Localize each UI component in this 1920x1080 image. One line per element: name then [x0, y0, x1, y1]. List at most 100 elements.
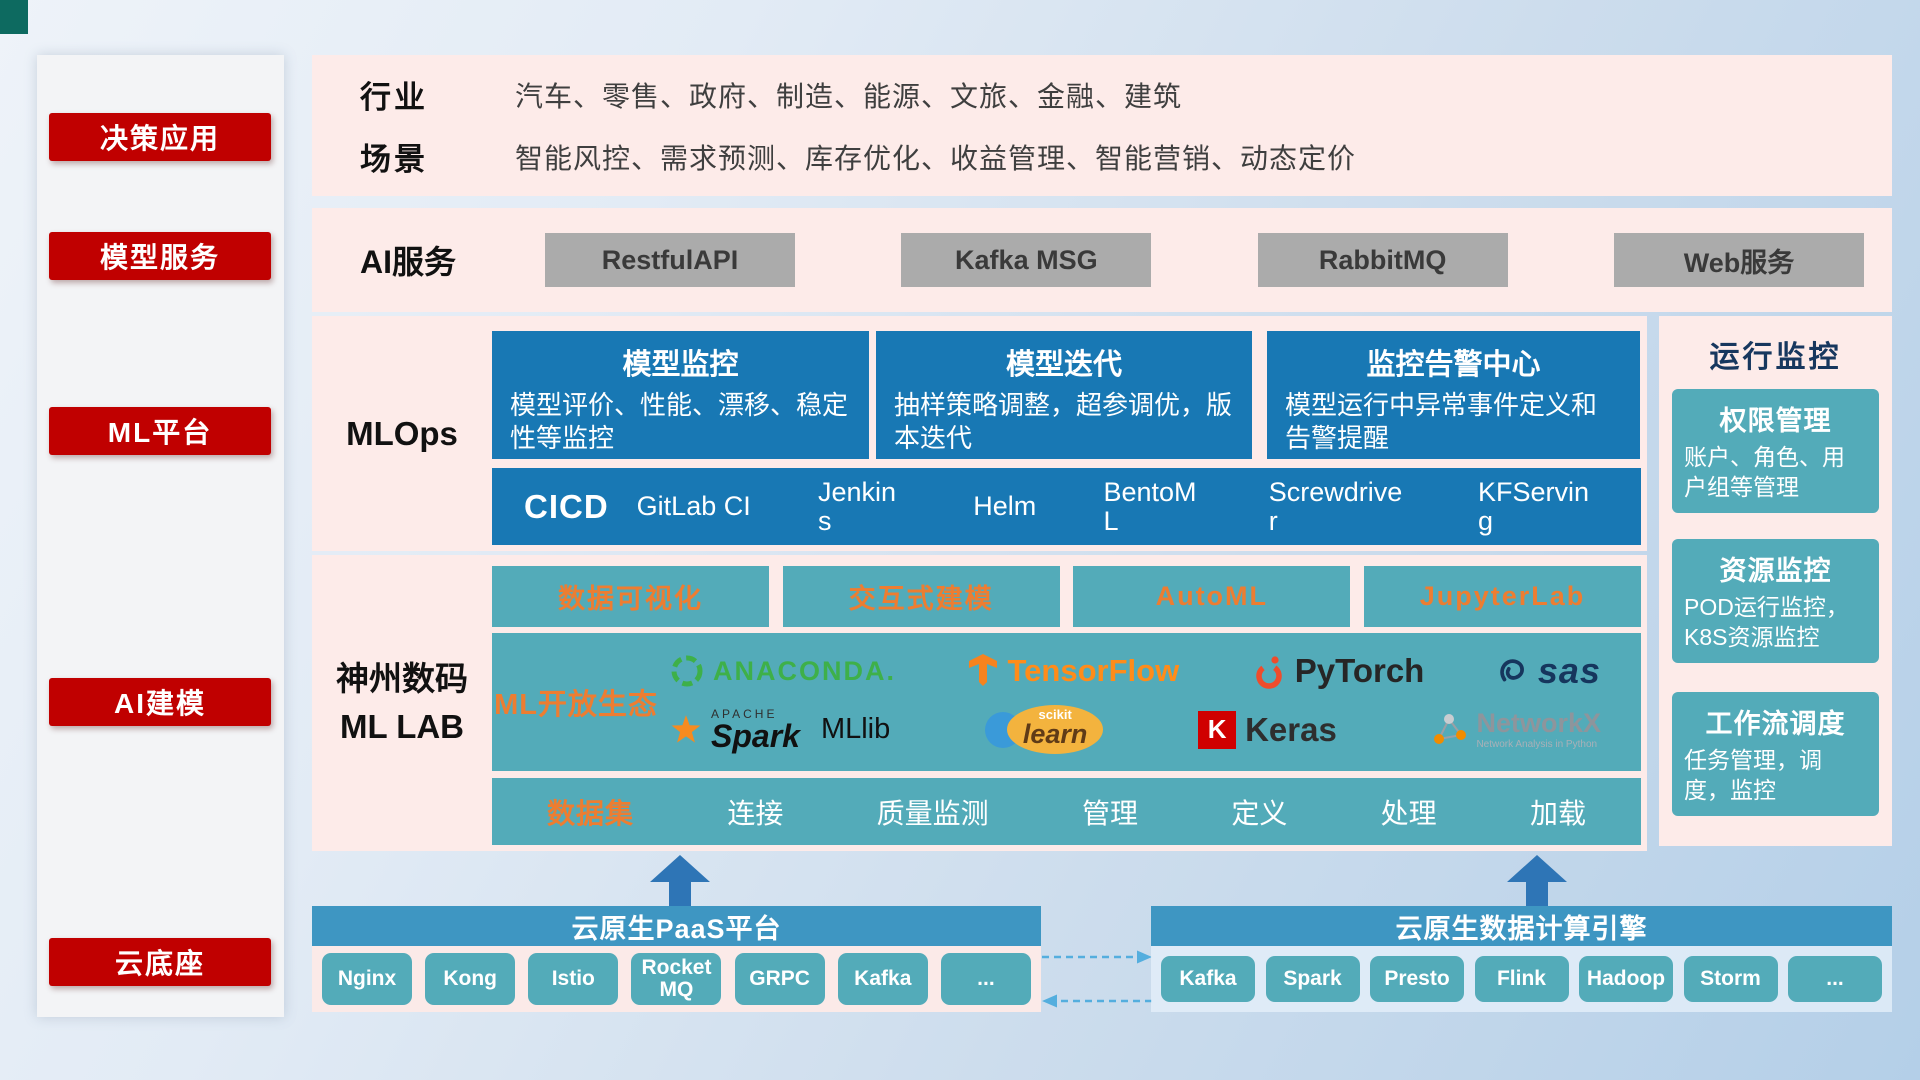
model-iteration-title: 模型迭代: [1005, 349, 1122, 381]
tensorflow-logo: TensorFlow: [968, 653, 1180, 689]
paas-title-bar: 云原生PaaS平台: [312, 906, 1041, 946]
sas-text: sas: [1537, 650, 1601, 691]
runtime-monitoring-title: 运行监控: [1709, 341, 1842, 374]
scenario-value: 智能风控、需求预测、库存优化、收益管理、智能营销、动态定价: [515, 142, 1357, 174]
corner-accent: [0, 0, 28, 34]
resource-monitoring-card: 资源监控 POD运行监控，K8S资源监控: [1672, 539, 1879, 663]
mllib-text: MLlib: [820, 713, 891, 745]
ai-service-buttons: RestfulAPI Kafka MSG RabbitMQ Web服务: [545, 233, 1864, 287]
engine-chip-hadoop[interactable]: Hadoop: [1579, 956, 1673, 1002]
restfulapi-button[interactable]: RestfulAPI: [545, 233, 795, 287]
paas-chip-grpc[interactable]: GRPC: [734, 953, 825, 1005]
model-monitoring-card: 模型监控 模型评价、性能、漂移、稳定性等监控: [492, 331, 869, 459]
engine-chip-spark[interactable]: Spark: [1265, 956, 1360, 1002]
rabbitmq-button[interactable]: RabbitMQ: [1257, 233, 1508, 287]
engine-items-strip: Kafka Spark Presto Flink Hadoop Storm ..…: [1151, 946, 1892, 1012]
model-monitoring-desc: 模型评价、性能、漂移、稳定性等监控: [510, 390, 849, 453]
model-iteration-desc: 抽样策略调整，超参调优，版本迭代: [894, 390, 1233, 453]
paas-chip-istio[interactable]: Istio: [528, 953, 619, 1005]
engine-chip-more[interactable]: ...: [1788, 956, 1882, 1002]
engine-chip-presto[interactable]: Presto: [1370, 956, 1464, 1002]
automl-button[interactable]: AutoML: [1073, 566, 1351, 627]
sas-icon: [1500, 659, 1524, 682]
workflow-scheduling-card: 工作流调度 任务管理，调度，监控: [1672, 692, 1879, 816]
sidebar-item-ai-modeling[interactable]: AI建模: [49, 678, 271, 726]
runtime-monitoring-panel: 运行监控 权限管理 账户、角色、用户组等管理 资源监控 POD运行监控，K8S资…: [1659, 316, 1892, 846]
spark-mllib-logo: APACHE Spark MLlib: [670, 708, 890, 752]
web-service-button[interactable]: Web服务: [1613, 233, 1864, 287]
paas-chip-kong[interactable]: Kong: [425, 953, 516, 1005]
cicd-item-jenkins: Jenkins: [817, 477, 897, 536]
industry-panel: 行业 汽车、零售、政府、制造、能源、文旅、金融、建筑 场景 智能风控、需求预测、…: [312, 55, 1892, 196]
industry-row: 行业 汽车、零售、政府、制造、能源、文旅、金融、建筑: [360, 72, 1892, 117]
anaconda-text: ANACONDA.: [713, 655, 896, 686]
sidebar-item-ml-platform[interactable]: ML平台: [49, 407, 271, 455]
engine-chip-storm[interactable]: Storm: [1683, 956, 1778, 1002]
dataflow-dashed-arrows: [1042, 950, 1152, 1008]
paas-chip-nginx[interactable]: Nginx: [322, 953, 412, 1005]
scikit-text: scikit: [1038, 707, 1072, 722]
workflow-scheduling-title: 工作流调度: [1705, 709, 1846, 739]
mllab-panel: 神州数码 ML LAB 数据可视化 交互式建模 AutoML JupyterLa…: [312, 555, 1647, 851]
dataset-item-quality: 质量监测: [876, 797, 989, 829]
ml-ecosystem-logos: ANACONDA. TensorFlow PyTorch: [660, 633, 1641, 771]
workflow-scheduling-desc: 任务管理，调度，监控: [1684, 747, 1822, 803]
networkx-text: NetworkX: [1476, 708, 1601, 739]
engine-title-bar: 云原生数据计算引擎: [1151, 906, 1892, 946]
up-arrow-paas: [650, 855, 710, 907]
mllab-label-line2: ML LAB: [339, 708, 465, 745]
learn-text: learn: [1022, 719, 1088, 749]
paas-chip-rocketmq[interactable]: RocketMQ: [631, 953, 722, 1005]
spark-icon: [671, 714, 701, 743]
kafka-msg-button[interactable]: Kafka MSG: [901, 233, 1152, 287]
scenario-row: 场景 智能风控、需求预测、库存优化、收益管理、智能营销、动态定价: [360, 134, 1892, 179]
spark-text-group: APACHE Spark: [711, 708, 800, 752]
sidebar: 决策应用 模型服务 ML平台 AI建模 云底座: [37, 55, 284, 1017]
engine-chip-flink[interactable]: Flink: [1474, 956, 1569, 1002]
permission-management-title: 权限管理: [1719, 406, 1832, 436]
cicd-item-helm: Helm: [973, 491, 1037, 522]
cicd-item-bentoml: BentoML: [1103, 477, 1197, 536]
engine-chip-kafka[interactable]: Kafka: [1161, 956, 1255, 1002]
interactive-modeling-button[interactable]: 交互式建模: [782, 566, 1060, 627]
keras-icon: K: [1198, 710, 1237, 749]
mllab-label-line1: 神州数码: [336, 660, 468, 698]
cicd-label: CICD: [524, 487, 609, 525]
ml-ecosystem-label: ML开放生态: [494, 689, 658, 721]
spark-text: Spark: [711, 717, 800, 754]
resource-monitoring-title: 资源监控: [1719, 556, 1832, 586]
dataset-item-manage: 管理: [1081, 797, 1138, 829]
cicd-items: GitLab CI Jenkins Helm BentoML Screwdriv…: [637, 478, 1596, 535]
scenario-label: 场景: [360, 142, 428, 177]
cicd-item-screwdriver: Screwdriver: [1268, 477, 1403, 536]
networkx-icon: [1434, 714, 1467, 745]
alert-center-title: 监控告警中心: [1366, 349, 1541, 381]
ai-service-panel: AI服务 RestfulAPI Kafka MSG RabbitMQ Web服务: [312, 208, 1892, 312]
keras-text: Keras: [1245, 710, 1337, 748]
model-iteration-card: 模型迭代 抽样策略调整，超参调优，版本迭代: [876, 331, 1252, 459]
ai-service-label: AI服务: [360, 244, 457, 280]
scikit-learn-blob: scikit learn: [1006, 705, 1104, 754]
tensorflow-text: TensorFlow: [1007, 653, 1180, 688]
paas-chip-more[interactable]: ...: [940, 953, 1031, 1005]
tensorflow-icon: [968, 654, 997, 686]
jupyterlab-button[interactable]: JupyterLab: [1363, 566, 1641, 627]
mlops-panel: MLOps 模型监控 模型评价、性能、漂移、稳定性等监控 模型迭代 抽样策略调整…: [312, 316, 1647, 551]
keras-logo: K Keras: [1198, 710, 1337, 749]
sidebar-item-model-service[interactable]: 模型服务: [49, 232, 271, 280]
anaconda-icon: [671, 655, 703, 687]
dataset-item-load: 加载: [1529, 797, 1586, 829]
sidebar-item-cloud-base[interactable]: 云底座: [49, 938, 271, 986]
industry-label: 行业: [360, 80, 428, 115]
data-visualization-button[interactable]: 数据可视化: [492, 566, 769, 627]
mlops-label: MLOps: [346, 414, 458, 452]
resource-monitoring-desc: POD运行监控，K8S资源监控: [1684, 594, 1849, 650]
sas-logo: sas: [1497, 650, 1601, 692]
anaconda-logo: ANACONDA.: [670, 654, 896, 688]
sidebar-item-decision-apps[interactable]: 决策应用: [49, 113, 271, 161]
paas-chip-kafka[interactable]: Kafka: [837, 953, 928, 1005]
dataset-item-connect: 连接: [727, 797, 784, 829]
alert-center-card: 监控告警中心 模型运行中异常事件定义和告警提醒: [1267, 331, 1640, 459]
permission-management-desc: 账户、角色、用户组等管理: [1684, 444, 1845, 500]
